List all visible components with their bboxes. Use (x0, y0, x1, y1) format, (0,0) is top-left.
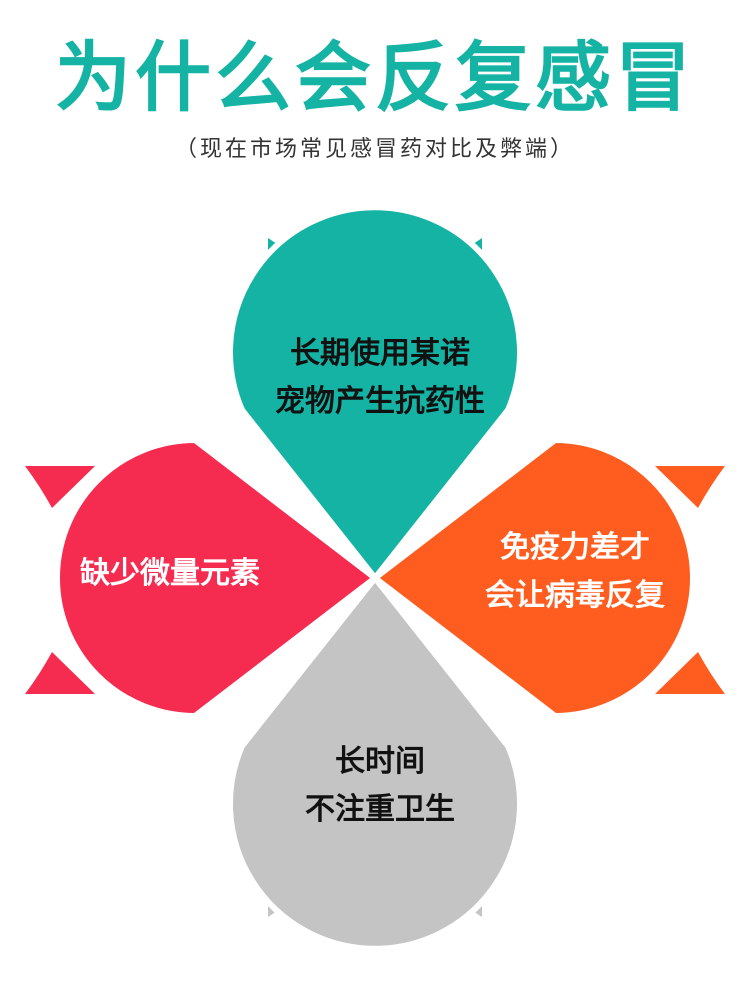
petal-left-ear-top (25, 466, 95, 508)
petal-right-text: 免疫力差才 会让病毒反复 (440, 524, 710, 620)
petal-left-line-1: 缺少微量元素 (80, 556, 260, 591)
petal-bottom (227, 575, 523, 952)
petal-right-ear-bottom (655, 652, 725, 694)
petal-right-shape (372, 437, 696, 719)
petal-top-line-2: 宠物产生抗药性 (275, 384, 485, 419)
petal-right-ear-top (655, 466, 725, 508)
petal-right-line-2: 会让病毒反复 (485, 578, 665, 613)
petal-top-shape (227, 204, 523, 581)
petal-bottom-text: 长时间 不注重卫生 (250, 738, 510, 834)
petal-right (372, 437, 725, 719)
page-title: 为什么会反复感冒 (55, 33, 695, 122)
petal-bottom-line-2: 不注重卫生 (305, 792, 455, 827)
petal-right-line-1: 免疫力差才 (500, 530, 650, 565)
petal-bottom-line-1: 长时间 (335, 744, 425, 779)
petal-left-text: 缺少微量元素 (30, 550, 310, 598)
petal-top (227, 204, 523, 581)
petal-left (25, 437, 378, 719)
petal-bottom-shape (227, 575, 523, 952)
page-subtitle: （现在市场常见感冒药对比及弊端） (174, 137, 575, 162)
petal-top-line-1: 长期使用某诺 (290, 336, 470, 371)
petal-left-shape (54, 437, 378, 719)
petal-left-ear-bottom (25, 652, 95, 694)
petal-top-text: 长期使用某诺 宠物产生抗药性 (250, 330, 510, 426)
